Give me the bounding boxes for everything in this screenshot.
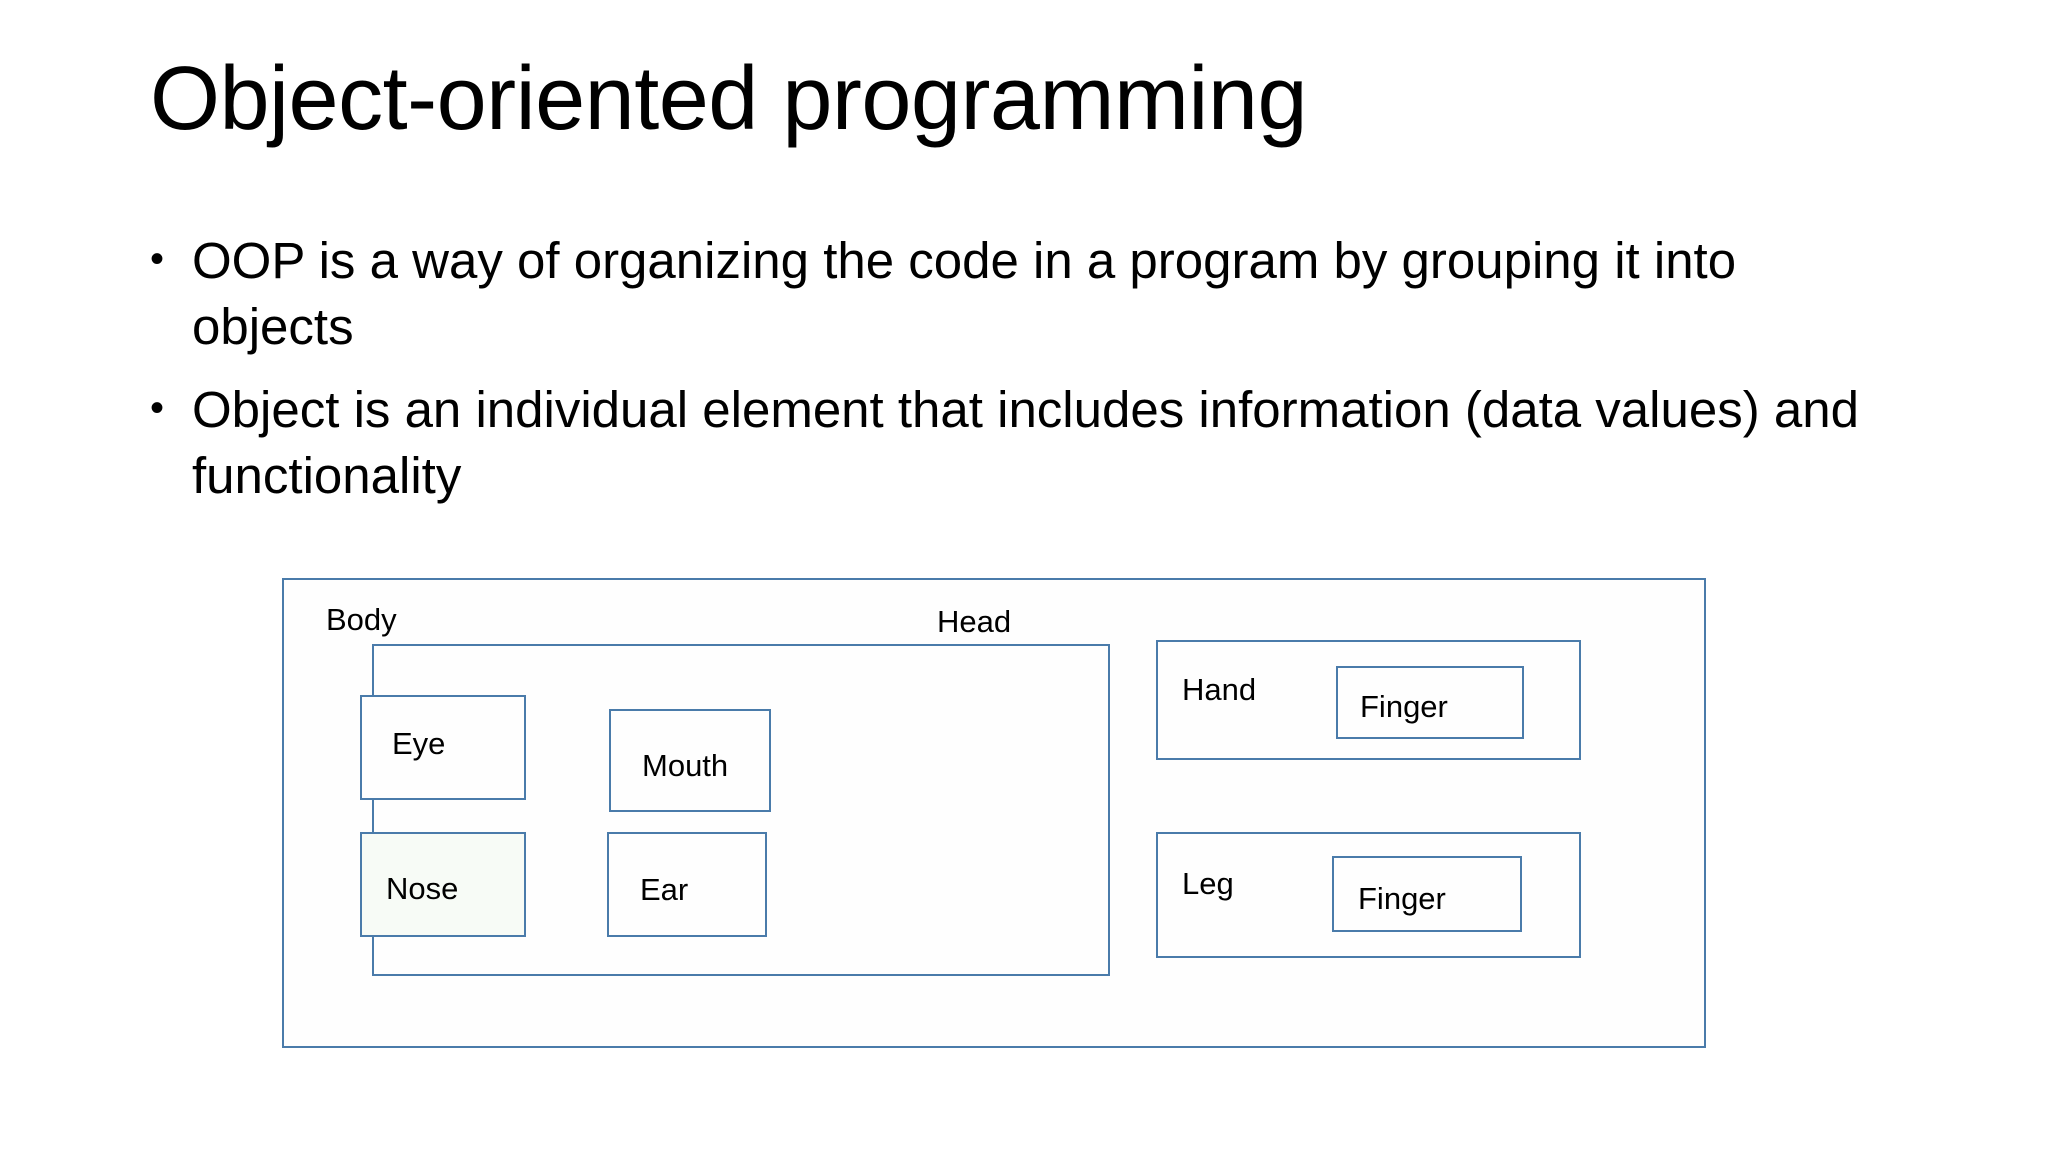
page-title: Object-oriented programming	[150, 49, 1308, 149]
diagram-box-ear	[607, 832, 767, 937]
bullet-marker-icon: •	[150, 237, 165, 281]
diagram-label-mouth: Mouth	[642, 748, 729, 783]
diagram-label-leg: Leg	[1182, 866, 1234, 901]
diagram-label-eye: Eye	[392, 726, 446, 761]
list-item: • Object is an individual element that i…	[150, 377, 1890, 510]
diagram-box-leg-finger	[1332, 856, 1522, 932]
diagram-label-head: Head	[937, 604, 1012, 639]
diagram-label-leg-finger: Finger	[1358, 881, 1446, 916]
diagram-box-mouth	[609, 709, 771, 812]
diagram-label-body: Body	[326, 602, 397, 637]
bullet-text: Object is an individual element that inc…	[192, 380, 1859, 504]
object-composition-diagram: Body Head Eye Mouth Nose Ear Hand Finger…	[282, 578, 1706, 1048]
bullet-text: OOP is a way of organizing the code in a…	[192, 232, 1737, 356]
bullet-marker-icon: •	[150, 385, 165, 430]
diagram-label-ear: Ear	[640, 872, 689, 907]
diagram-box-nose	[360, 832, 526, 937]
list-item: • OOP is a way of organizing the code in…	[150, 228, 1890, 361]
diagram-label-hand: Hand	[1182, 672, 1257, 707]
bullet-list: • OOP is a way of organizing the code in…	[150, 228, 1890, 525]
diagram-box-hand-finger	[1336, 666, 1524, 739]
diagram-label-nose: Nose	[386, 871, 459, 906]
diagram-box-eye	[360, 695, 526, 800]
diagram-label-hand-finger: Finger	[1360, 689, 1448, 724]
